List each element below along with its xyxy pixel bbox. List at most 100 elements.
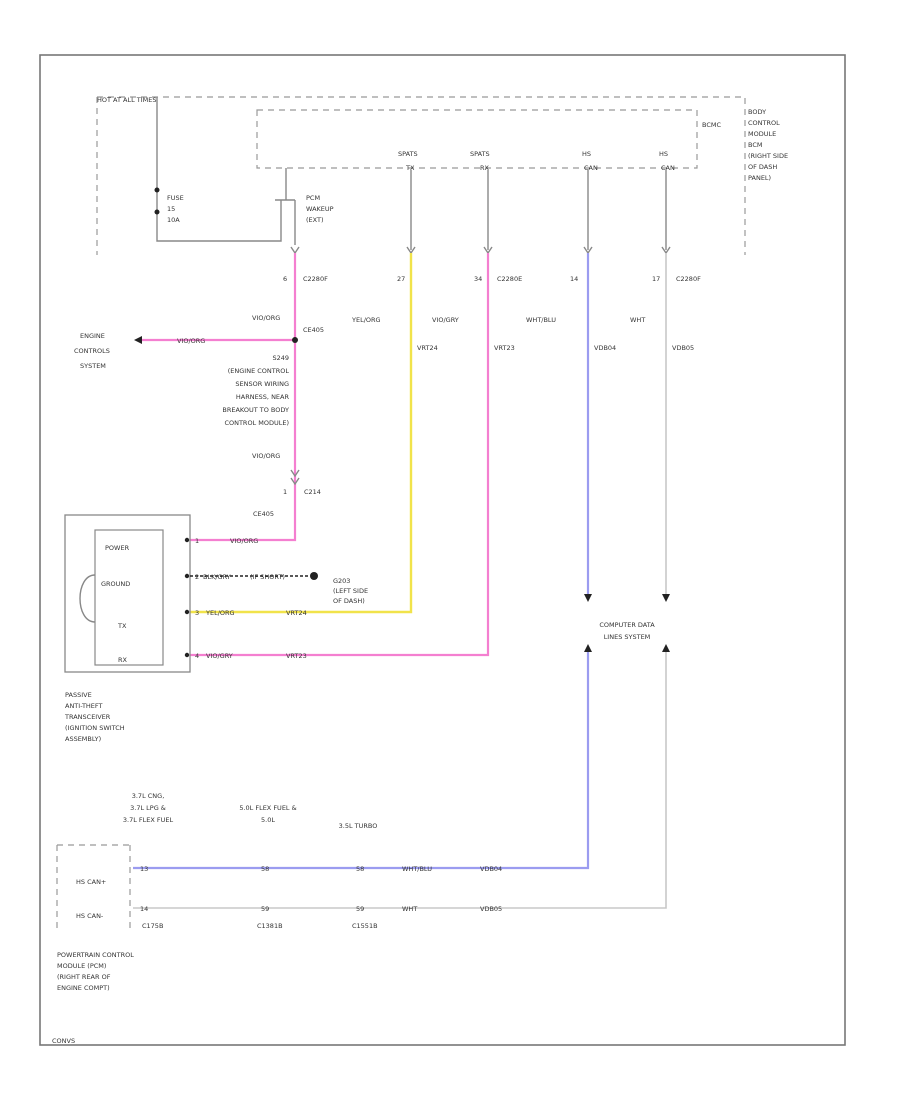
- svg-text:(ENGINE CONTROL: (ENGINE CONTROL: [228, 367, 290, 375]
- wire-label-wht-blu: WHT/BLU: [526, 316, 556, 324]
- svg-text:14: 14: [140, 905, 148, 913]
- ce405-lower: CE405: [253, 510, 274, 518]
- wire-label-wht: WHT: [630, 316, 645, 324]
- svg-text:2: 2: [195, 573, 199, 581]
- svg-text:TX: TX: [405, 164, 415, 172]
- pcm-dashed-box: [56, 844, 131, 930]
- connector-pin-numbers: 6 27 34 14 17: [283, 275, 660, 283]
- svg-text:59: 59: [356, 905, 364, 913]
- connector-c2280f-left: C2280F: [303, 275, 328, 283]
- c214-label: C214: [304, 488, 321, 496]
- svg-text:BCM: BCM: [748, 141, 763, 149]
- fuse-feed-line: [156, 97, 282, 242]
- svg-text:3: 3: [195, 609, 199, 617]
- footer-code: CONVS: [52, 1037, 75, 1045]
- bcm-pin-stubs: [410, 170, 667, 250]
- svg-text:ENGINE: ENGINE: [80, 332, 105, 340]
- svg-text:SENSOR WIRING: SENSOR WIRING: [235, 380, 289, 388]
- cds-arrow-blue-lower: [584, 644, 592, 652]
- pcm-pin-labels: HS CAN+ HS CAN-: [76, 878, 106, 920]
- transceiver-inner: [94, 529, 164, 666]
- svg-text:TX: TX: [117, 622, 127, 630]
- svg-text:VRT23: VRT23: [286, 652, 307, 660]
- pcm-wakeup-switch: [275, 168, 296, 245]
- svg-text:HARNESS, NEAR: HARNESS, NEAR: [236, 393, 290, 401]
- svg-text:GROUND: GROUND: [101, 580, 130, 588]
- svg-text:59: 59: [261, 905, 269, 913]
- svg-text:HS CAN-: HS CAN-: [76, 912, 104, 920]
- svg-text:TRANSCEIVER: TRANSCEIVER: [64, 713, 111, 721]
- transceiver-pin-labels: POWER GROUND TX RX: [101, 544, 130, 664]
- svg-text:3.7L LPG &: 3.7L LPG &: [130, 804, 166, 812]
- bcm-pin-labels: SPATS SPATS HS HS TX RX CAN CAN: [398, 150, 675, 172]
- svg-text:(LEFT SIDE: (LEFT SIDE: [333, 587, 368, 595]
- ckt-label-wht: VDB05: [672, 344, 694, 352]
- wire-label-vio-org-top: VIO/ORG: [252, 314, 280, 322]
- wire-label-yel-org: YEL/ORG: [351, 316, 381, 324]
- svg-text:6: 6: [283, 275, 287, 283]
- svg-text:C1381B: C1381B: [257, 922, 283, 930]
- bcm-module-box: [256, 109, 698, 169]
- svg-text:OF DASH): OF DASH): [333, 597, 365, 605]
- svg-text:C1551B: C1551B: [352, 922, 378, 930]
- svg-text:VRT24: VRT24: [286, 609, 307, 617]
- svg-text:17: 17: [652, 275, 660, 283]
- svg-text:PASSIVE: PASSIVE: [65, 691, 92, 699]
- cds-arrow-white: [662, 594, 670, 602]
- bcm-label: BODY CONTROL MODULE BCM (RIGHT SIDE OF D…: [748, 108, 788, 182]
- connector-c214: [290, 469, 300, 486]
- wire-yel-org-tx: [190, 253, 413, 614]
- svg-text:LINES SYSTEM: LINES SYSTEM: [604, 633, 651, 641]
- svg-text:POWERTRAIN CONTROL: POWERTRAIN CONTROL: [57, 951, 134, 959]
- svg-text:(RIGHT REAR OF: (RIGHT REAR OF: [57, 973, 111, 981]
- wire-vdb04-pcm: [133, 652, 590, 870]
- ckt-label-yel: VRT24: [417, 344, 438, 352]
- splice-note: S249 (ENGINE CONTROL SENSOR WIRING HARNE…: [222, 354, 289, 427]
- svg-text:BREAKOUT TO BODY: BREAKOUT TO BODY: [222, 406, 289, 414]
- svg-text:HS: HS: [659, 150, 668, 158]
- hot-at-all-times-box: [96, 96, 746, 255]
- fuse-terminal-dot: [154, 187, 160, 193]
- wire-label-vio-org-engine: VIO/ORG: [177, 337, 205, 345]
- ground-g203: [310, 572, 318, 580]
- transceiver-pin-dots: [184, 537, 190, 658]
- svg-text:RX: RX: [118, 656, 128, 664]
- svg-text:G203: G203: [333, 577, 350, 585]
- svg-text:S249: S249: [272, 354, 289, 362]
- svg-text:CONTROL: CONTROL: [748, 119, 780, 127]
- connector-c2280e: C2280E: [497, 275, 522, 283]
- cds-arrow-white-lower: [662, 644, 670, 652]
- svg-text:PANEL): PANEL): [748, 174, 771, 182]
- pcm-name: POWERTRAIN CONTROL MODULE (PCM) (RIGHT R…: [57, 951, 134, 992]
- svg-text:SPATS: SPATS: [470, 150, 490, 158]
- pcm-wire-wht: WHT: [402, 905, 417, 913]
- svg-text:COMPUTER DATA: COMPUTER DATA: [599, 621, 655, 629]
- pcm-ckt-vdb04: VDB04: [480, 865, 502, 873]
- svg-text:34: 34: [474, 275, 482, 283]
- svg-text:C175B: C175B: [142, 922, 163, 930]
- ckt-label-blu: VDB04: [594, 344, 616, 352]
- svg-text:HS CAN+: HS CAN+: [76, 878, 106, 886]
- svg-text:SYSTEM: SYSTEM: [80, 362, 106, 370]
- svg-text:HS: HS: [582, 150, 591, 158]
- svg-text:5.0L: 5.0L: [261, 816, 275, 824]
- svg-text:CONTROL MODULE): CONTROL MODULE): [224, 419, 289, 427]
- svg-text:VIO/ORG: VIO/ORG: [230, 537, 258, 545]
- svg-text:SPATS: SPATS: [398, 150, 418, 158]
- transceiver-wire-labels: VIO/ORG BLK/GRY YEL/ORG VIO/GRY VRT24 VR…: [203, 537, 307, 660]
- pcm-wire-wht-blu: WHT/BLU: [402, 865, 432, 873]
- svg-text:ASSEMBLY): ASSEMBLY): [65, 735, 101, 743]
- svg-text:YEL/ORG: YEL/ORG: [205, 609, 235, 617]
- svg-text:RX: RX: [480, 164, 490, 172]
- svg-text:MODULE (PCM): MODULE (PCM): [57, 962, 106, 970]
- svg-text:1: 1: [195, 537, 199, 545]
- transceiver-name: PASSIVE ANTI-THEFT TRANSCEIVER (IGNITION…: [64, 691, 125, 743]
- svg-text:5.0L FLEX FUEL &: 5.0L FLEX FUEL &: [239, 804, 296, 812]
- svg-text:CAN: CAN: [584, 164, 598, 172]
- svg-text:WAKEUP: WAKEUP: [306, 205, 334, 213]
- wire-vio-gry-rx: [190, 253, 490, 657]
- svg-text:CONTROLS: CONTROLS: [74, 347, 110, 355]
- pcm-pin-numbers: 13 14 58 59 58 59: [140, 865, 364, 913]
